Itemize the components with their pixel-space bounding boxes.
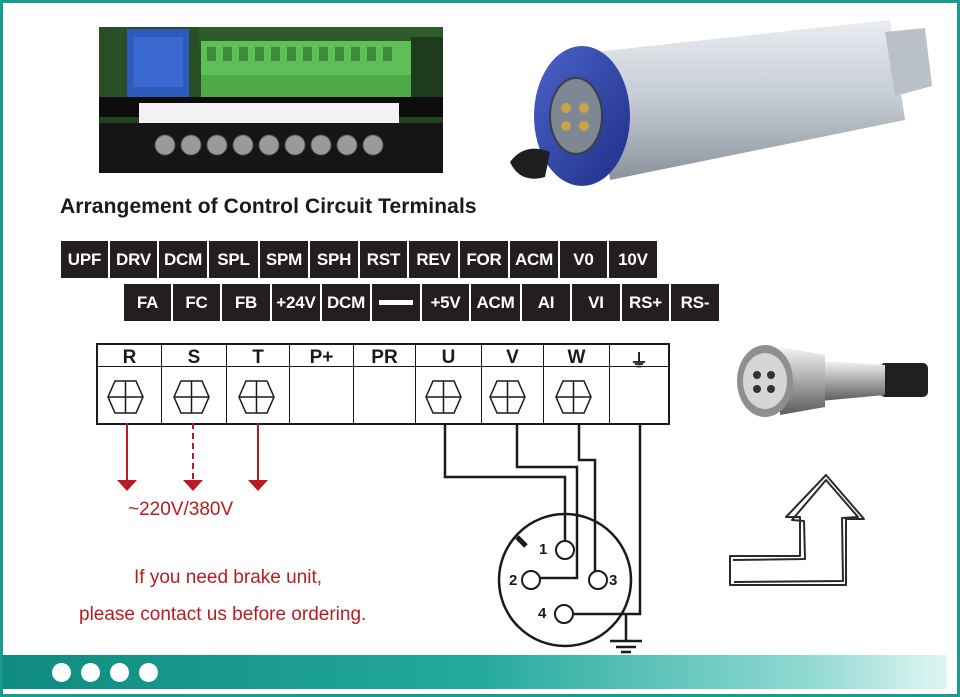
wire-u-to-pin-1 xyxy=(443,423,567,540)
hexagon-screw-icon xyxy=(173,380,210,414)
terminal-for: FOR xyxy=(460,241,508,278)
connector-plug-photo xyxy=(720,333,932,428)
terminal-rs-minus: RS- xyxy=(671,284,719,321)
terminal-acm-2: ACM xyxy=(471,284,520,321)
terminal-spl: SPL xyxy=(209,241,258,278)
terminal-ai: AI xyxy=(522,284,570,321)
power-terminal-v: V xyxy=(482,345,544,423)
footer-bar xyxy=(3,655,947,689)
terminal-blank xyxy=(372,284,420,321)
connector-pin-2 xyxy=(521,570,541,590)
pin-label-4: 4 xyxy=(538,605,547,622)
footer-dot xyxy=(110,663,129,682)
pin-label-1: 1 xyxy=(539,541,548,558)
terminal-rev: REV xyxy=(409,241,458,278)
hexagon-screw-icon xyxy=(555,380,592,414)
input-voltage-label: ~220V/380V xyxy=(128,499,234,520)
terminal-24v: +24V xyxy=(272,284,320,321)
control-terminal-row-2: FA FC FB +24V DCM +5V ACM AI VI RS+ RS- xyxy=(124,284,719,321)
connector-pin-3 xyxy=(588,570,608,590)
brake-note-line-2: please contact us before ordering. xyxy=(79,604,367,625)
hexagon-screw-icon xyxy=(489,380,526,414)
terminal-dcm-2: DCM xyxy=(322,284,370,321)
terminal-acm: ACM xyxy=(510,241,558,278)
power-terminal-u: U xyxy=(416,345,482,423)
hexagon-screw-icon xyxy=(107,380,144,414)
power-terminal-p-plus: P+ xyxy=(290,345,354,423)
ground-symbol xyxy=(610,639,642,654)
power-terminal-t: T xyxy=(227,345,290,423)
control-terminal-row-1: UPF DRV DCM SPL SPM SPH RST REV FOR ACM … xyxy=(61,241,657,278)
aviation-connector-diagram xyxy=(497,512,633,648)
terminal-spm: SPM xyxy=(260,241,308,278)
wire-ground-to-pin-4 xyxy=(569,423,642,616)
connector-pin-4 xyxy=(554,604,574,624)
terminal-vi: VI xyxy=(572,284,620,321)
terminal-10v: 10V xyxy=(609,241,657,278)
up-arrow-sketch-icon xyxy=(729,474,865,586)
power-terminal-s: S xyxy=(162,345,227,423)
hexagon-screw-icon xyxy=(425,380,462,414)
terminal-v0: V0 xyxy=(560,241,607,278)
terminal-sph: SPH xyxy=(310,241,358,278)
brake-note-line-1: If you need brake unit, xyxy=(134,567,323,588)
hexagon-screw-icon xyxy=(238,380,275,414)
terminal-upf: UPF xyxy=(61,241,108,278)
terminal-board-photo xyxy=(99,27,443,173)
pin-label-3: 3 xyxy=(609,572,618,589)
terminal-fa: FA xyxy=(124,284,171,321)
power-block-divider xyxy=(96,366,670,367)
wire-v-to-pin-2 xyxy=(515,423,579,580)
pin-label-2: 2 xyxy=(509,572,518,589)
power-terminal-pr: PR xyxy=(354,345,416,423)
terminal-dcm: DCM xyxy=(159,241,207,278)
terminal-fc: FC xyxy=(173,284,220,321)
terminal-rst: RST xyxy=(360,241,407,278)
footer-dot xyxy=(52,663,71,682)
power-terminal-w: W xyxy=(544,345,610,423)
diagram-title: Arrangement of Control Circuit Terminals xyxy=(60,195,477,218)
footer-dot xyxy=(81,663,100,682)
power-terminal-r: R xyxy=(98,345,162,423)
terminal-rs-plus: RS+ xyxy=(622,284,669,321)
footer-dot xyxy=(139,663,158,682)
connector-pin-1 xyxy=(555,540,575,560)
terminal-5v: +5V xyxy=(422,284,469,321)
spindle-motor-photo xyxy=(500,12,945,192)
terminal-drv: DRV xyxy=(110,241,157,278)
power-terminal-block: R S T P+ PR U V W ⏚ xyxy=(96,343,670,425)
wire-w-to-pin-3 xyxy=(577,423,597,572)
terminal-fb: FB xyxy=(222,284,270,321)
